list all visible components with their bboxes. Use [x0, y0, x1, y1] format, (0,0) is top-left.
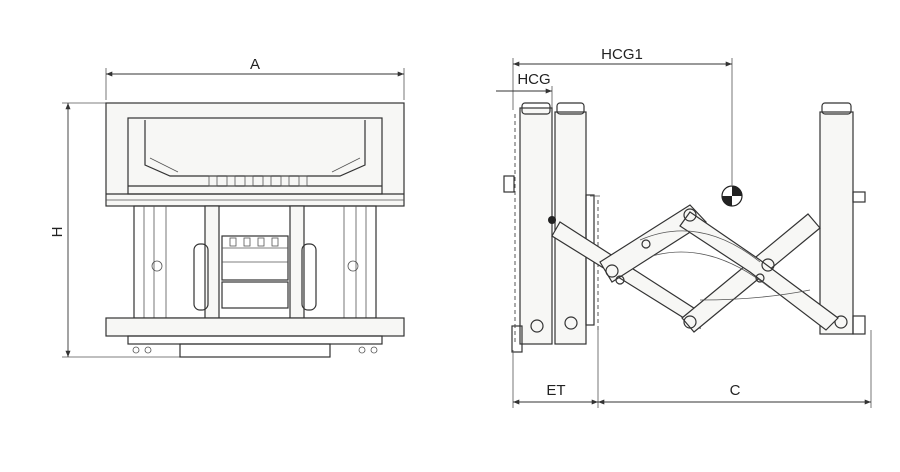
center-of-gravity-icon	[721, 185, 743, 207]
scissor-arms	[551, 204, 839, 333]
lower-left-pin	[530, 319, 544, 333]
bolt-row-middle	[229, 237, 279, 247]
dimension-hcg-label: HCG	[517, 71, 550, 88]
dimension-a-label: A	[250, 56, 260, 73]
bolt-row-top	[208, 175, 308, 187]
dimension-h-label: H	[49, 227, 66, 238]
right-mount-plate	[819, 102, 866, 335]
pivot-pin	[548, 216, 556, 224]
upper-carriage	[105, 102, 405, 207]
dimension-a: A	[105, 56, 405, 100]
dimension-c: C	[598, 330, 872, 408]
lower-plate	[105, 317, 405, 358]
front-view: A H	[49, 56, 405, 358]
left-mount-plate	[503, 102, 553, 353]
dimension-et-label: ET	[546, 382, 565, 399]
dimension-hcg1-label: HCG1	[601, 46, 643, 63]
side-view: HCG1 HCG	[496, 46, 872, 408]
lower-second-pin	[564, 316, 578, 330]
scissor-body	[133, 205, 377, 319]
dimension-hcg1: HCG1	[512, 46, 733, 185]
dimension-c-label: C	[730, 382, 741, 399]
dimension-et: ET	[512, 330, 599, 408]
